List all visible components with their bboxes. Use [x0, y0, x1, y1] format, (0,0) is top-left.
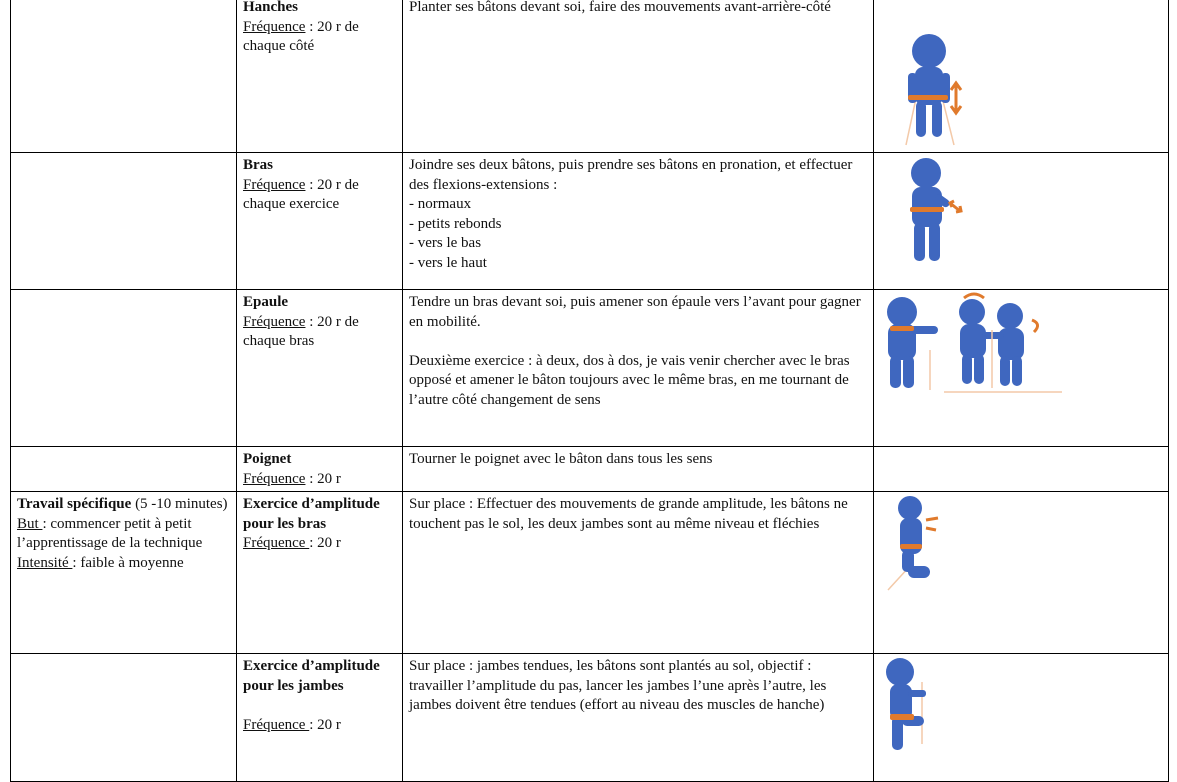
frequency-value: : 20 r: [305, 470, 341, 487]
description-line: - petits rebonds: [409, 215, 502, 232]
exercise-name: Poignet: [243, 451, 292, 467]
figure-cell: [873, 653, 1169, 782]
leg-amplitude-figure: [886, 658, 926, 750]
phase-cell: [10, 0, 237, 153]
exercise-name-cell: Exercice d’amplitude pour les bras Fréqu…: [236, 491, 403, 654]
phase-cell: Travail spécifique (5 -10 minutes) But :…: [10, 491, 237, 654]
frequency-value: : 20 r: [309, 716, 341, 733]
description-cell: Tendre un bras devant soi, puis amener s…: [402, 289, 874, 447]
arm-amplitude-figure: [887, 496, 939, 591]
exercise-name: Epaule: [243, 294, 289, 310]
description-line: - normaux: [409, 196, 472, 212]
description-line: Sur place : Effectuer des mouvements de …: [409, 496, 852, 532]
table-row: Travail spécifique (5 -10 minutes) But :…: [10, 491, 1169, 654]
exercise-name-cell: Exercice d’amplitude pour les jambes Fré…: [236, 653, 403, 782]
exercise-name-cell: Poignet Fréquence : 20 r: [236, 446, 403, 492]
paragraph-gap: [409, 332, 867, 352]
description-line: Deuxième exercice : à deux, dos à dos, j…: [409, 352, 854, 408]
frequency-value: : 20 r de chaque exercice: [243, 176, 359, 213]
frequency-value: : 20 r de chaque bras: [243, 313, 359, 350]
paragraph-gap: [243, 696, 396, 716]
exercise-name-cell: Hanches Fréquence : 20 r de chaque côté: [236, 0, 403, 153]
exercise-name: Exercice d’amplitude pour les jambes: [243, 658, 384, 694]
frequency-label: Fréquence: [243, 535, 310, 551]
exercise-name-cell: Epaule Fréquence : 20 r de chaque bras: [236, 289, 403, 447]
intensity-value: : faible à moyenne: [72, 554, 184, 571]
description-cell: Sur place : Effectuer des mouvements de …: [402, 491, 874, 654]
table-row: Poignet Fréquence : 20 r Tourner le poig…: [10, 446, 1169, 492]
description-cell: Joindre ses deux bâtons, puis prendre se…: [402, 152, 874, 290]
arms-flexion-figure: [910, 158, 963, 261]
table-row: Epaule Fréquence : 20 r de chaque bras T…: [10, 289, 1169, 447]
description-line: Tendre un bras devant soi, puis amener s…: [409, 294, 865, 330]
frequency-label: Fréquence: [243, 716, 310, 733]
figure-cell: [873, 152, 1169, 290]
phase-cell: [10, 289, 237, 447]
description-line: Planter ses bâtons devant soi, faire des…: [409, 0, 831, 15]
figure-cell: [873, 446, 1169, 492]
description-line: - vers le bas: [409, 235, 482, 251]
frequency-label: Fréquence: [243, 18, 306, 35]
description-line: - vers le haut: [409, 254, 487, 271]
phase-cell: [10, 152, 237, 290]
figure-cell: [873, 289, 1169, 447]
goal-value: : commencer petit à petit l’apprentissag…: [17, 515, 203, 552]
exercise-table: Hanches Fréquence : 20 r de chaque côté …: [10, 0, 1169, 782]
exercise-name-cell: Bras Fréquence : 20 r de chaque exercice: [236, 152, 403, 290]
table-row: Hanches Fréquence : 20 r de chaque côté …: [10, 0, 1169, 153]
phase-cell: [10, 446, 237, 492]
shoulder-figures: [887, 292, 1062, 393]
phase-duration: (5 -10 minutes): [131, 496, 228, 512]
frequency-label: Fréquence: [243, 176, 306, 193]
phase-title: Travail spécifique: [17, 496, 132, 512]
figure-cell: [873, 491, 1169, 654]
figure-cell: [873, 0, 1169, 153]
description-cell: Planter ses bâtons devant soi, faire des…: [402, 0, 874, 153]
frequency-value: : 20 r de chaque côté: [243, 18, 359, 55]
description-line: Tourner le poignet avec le bâton dans to…: [409, 451, 713, 467]
exercise-name: Hanches: [243, 0, 299, 15]
hips-rotation-figure: [905, 34, 963, 146]
description-line: Sur place : jambes tendues, les bâtons s…: [409, 658, 831, 713]
exercise-name: Exercice d’amplitude pour les bras: [243, 496, 384, 532]
goal-label: But: [17, 515, 43, 532]
description-line: Joindre ses deux bâtons, puis prendre se…: [409, 157, 857, 193]
description-cell: Tourner le poignet avec le bâton dans to…: [402, 446, 874, 492]
description-cell: Sur place : jambes tendues, les bâtons s…: [402, 653, 874, 782]
frequency-value: : 20 r: [309, 535, 341, 551]
table-row: Exercice d’amplitude pour les jambes Fré…: [10, 653, 1169, 782]
frequency-label: Fréquence: [243, 313, 306, 330]
frequency-label: Fréquence: [243, 470, 306, 487]
intensity-label: Intensité: [17, 554, 73, 571]
table-row: Bras Fréquence : 20 r de chaque exercice…: [10, 152, 1169, 290]
phase-cell: [10, 653, 237, 782]
exercise-name: Bras: [243, 157, 273, 173]
